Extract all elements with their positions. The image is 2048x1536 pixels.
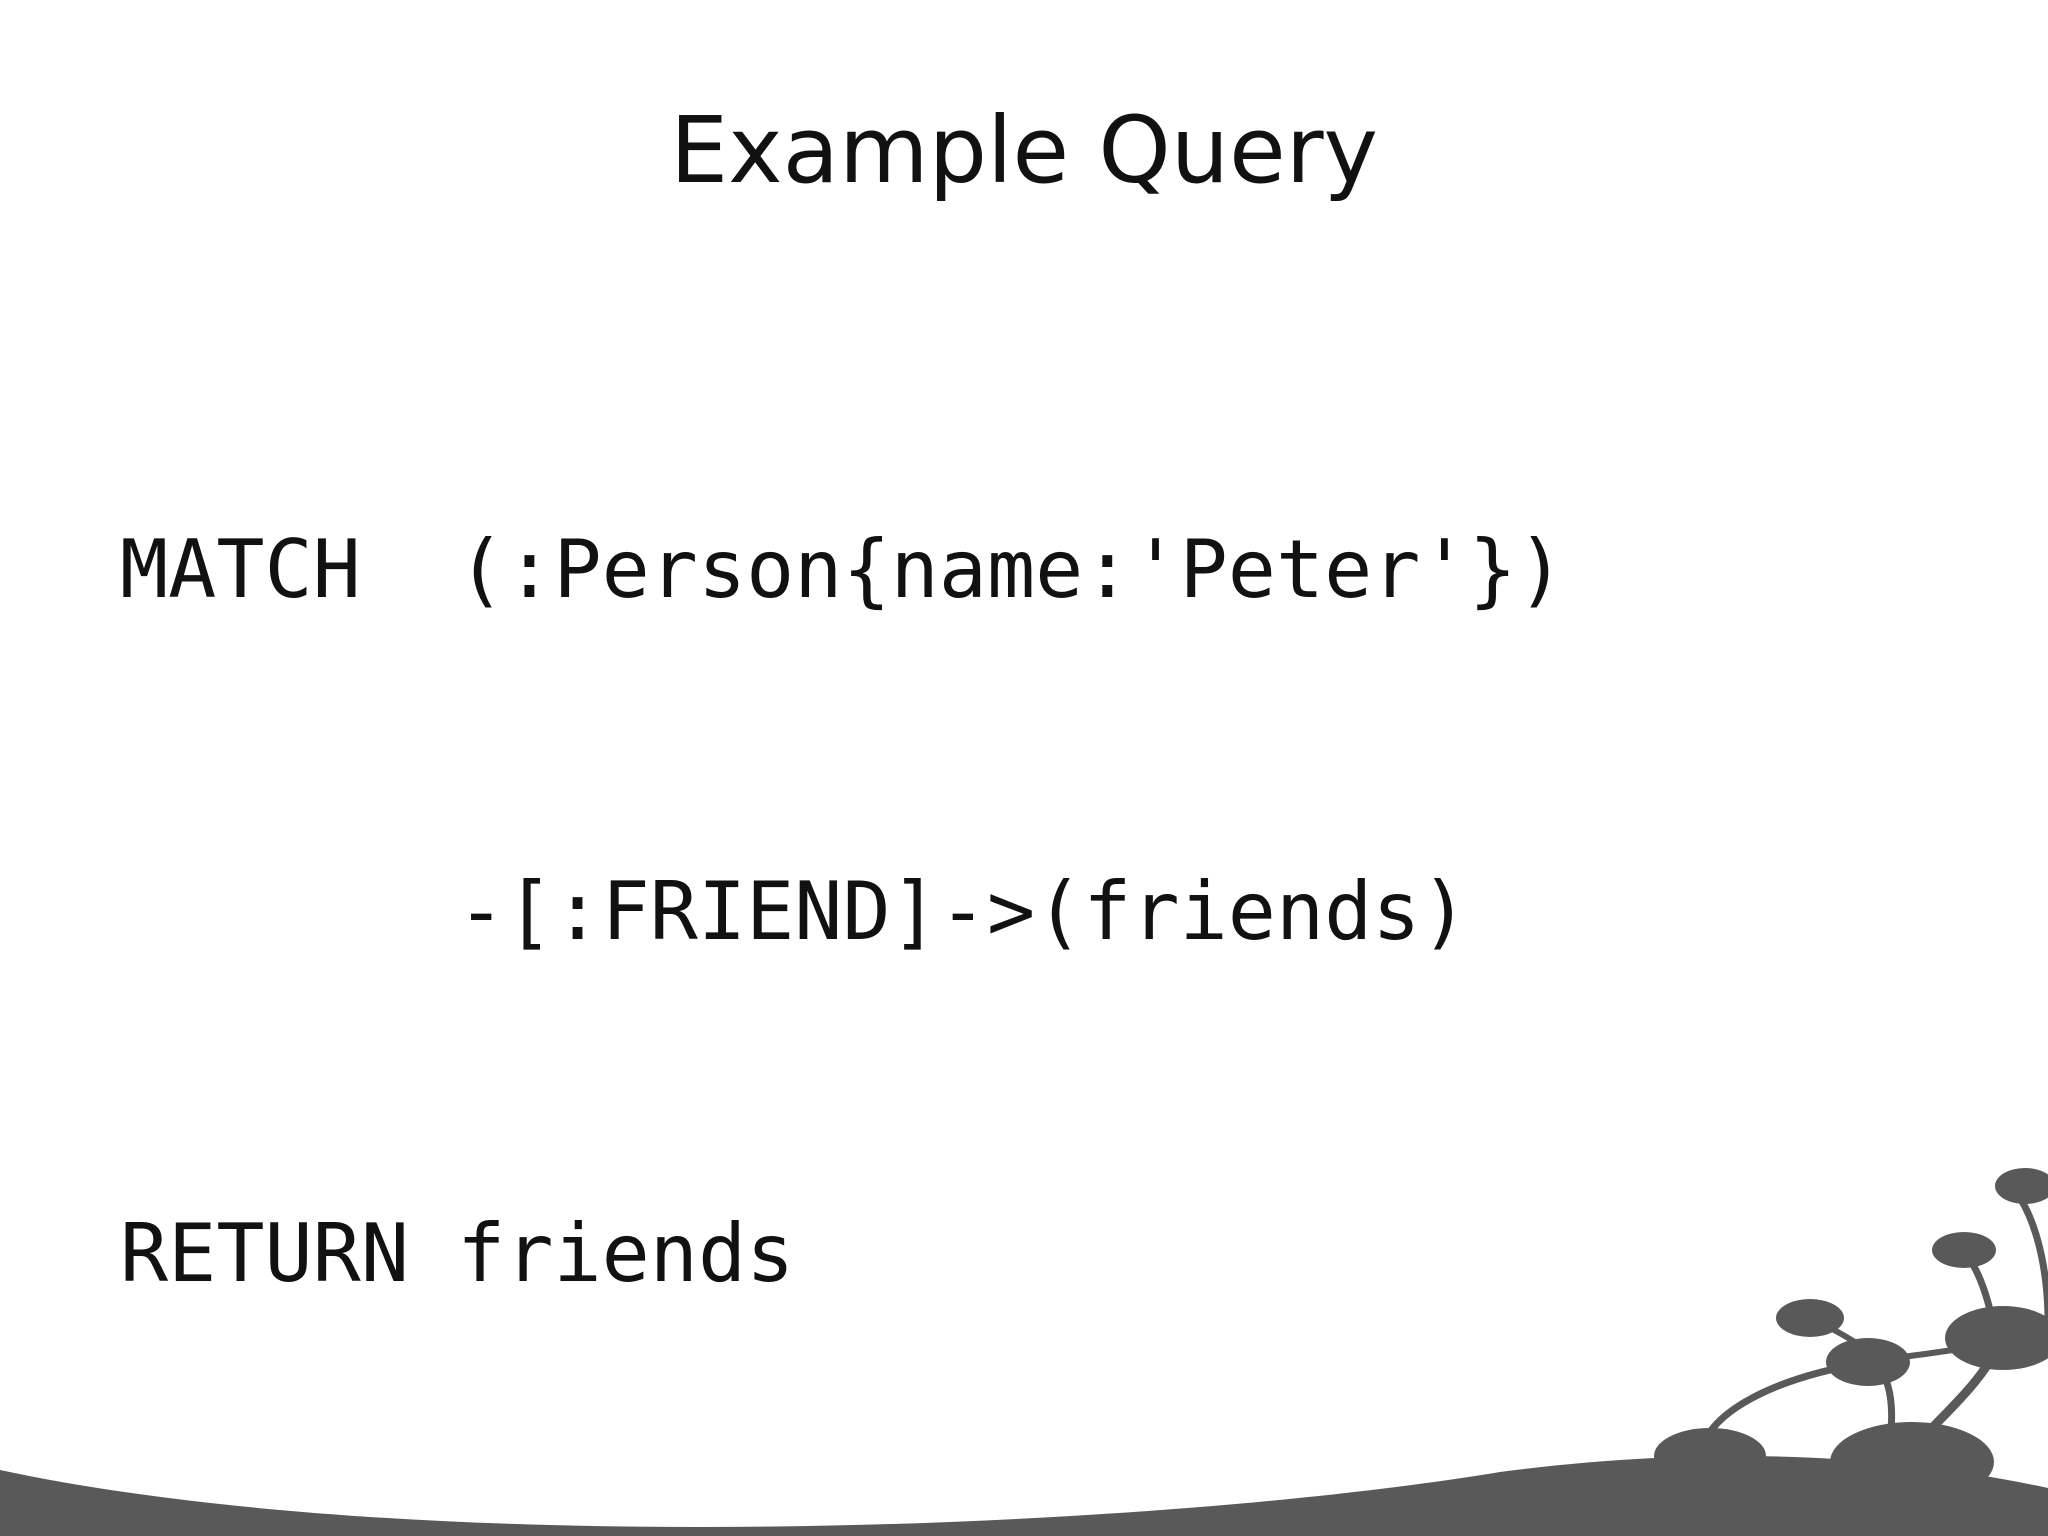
slide-title: Example Query: [670, 97, 1378, 204]
edge: [1916, 1338, 2005, 1444]
edge: [1871, 1357, 1896, 1441]
graph-node: [1995, 1168, 2048, 1204]
edge: [1961, 1247, 1994, 1311]
cypher-query-code: MATCH (:Person{name:'Peter'}) -[:FRIEND]…: [120, 285, 1565, 1536]
graph-node: [1776, 1299, 1844, 1337]
edge: [1813, 1317, 1872, 1355]
graph-node: [1654, 1428, 1766, 1484]
graph-node: [1830, 1422, 1994, 1502]
code-line-relationship: -[:FRIEND]->(friends): [120, 865, 1469, 958]
code-line-return: RETURN friends: [120, 1207, 795, 1300]
edge: [2017, 1196, 2048, 1321]
graph-node: [1945, 1306, 2048, 1370]
edge: [1869, 1343, 1981, 1363]
graph-node: [1932, 1232, 1996, 1268]
edge: [1696, 1358, 1871, 1461]
graph-node: [1826, 1338, 1910, 1386]
code-line-match: MATCH (:Person{name:'Peter'}): [120, 523, 1565, 616]
